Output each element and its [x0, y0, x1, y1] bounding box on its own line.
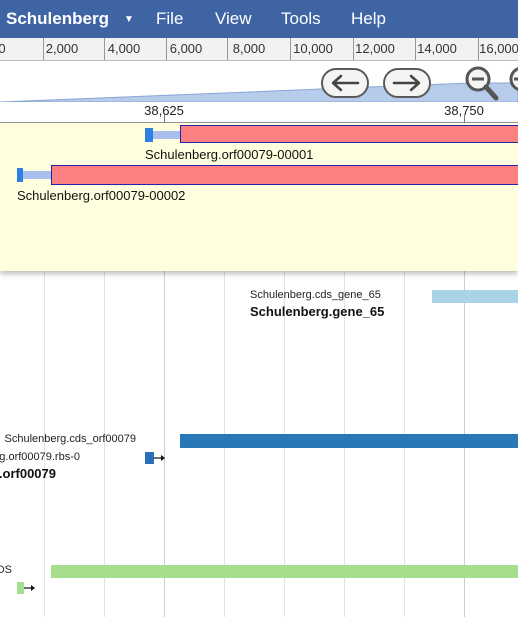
overview-tick-label: 2,000 [45, 41, 79, 56]
cds-feature[interactable] [432, 290, 518, 303]
overview-tick-label: 16,000 [479, 41, 518, 56]
orf-label-clip: Schulenberg.cds_orf00079 Schulenberg.orf… [0, 432, 168, 482]
exon-segment[interactable] [180, 125, 518, 143]
cds-label[interactable]: Schulenberg.cds_orf00079 [4, 433, 136, 445]
overview-tick-label: 6,000 [169, 41, 203, 56]
cds-label[interactable]: CDS [0, 564, 12, 576]
dataset-selector[interactable]: Schulenberg [6, 9, 109, 28]
detail-tick-label: 38,750 [444, 103, 484, 118]
grid-line [224, 123, 225, 617]
arrow-right-icon [392, 74, 421, 92]
overview-ruler[interactable]: 0 2,000 4,000 6,000 8,000 10,000 12,000 … [0, 38, 518, 61]
highlighted-transcripts-track: Schulenberg.orf00079-00001 Schulenberg.o… [0, 123, 518, 271]
menu-view[interactable]: View [215, 9, 252, 28]
dataset-dropdown-button[interactable]: ▼ [117, 3, 143, 35]
menu-file[interactable]: File [156, 9, 184, 28]
detail-tick-label: 38,625 [144, 103, 184, 118]
strand-arrow-icon [154, 455, 165, 461]
menu-tools[interactable]: Tools [281, 9, 321, 28]
gene-label[interactable]: Schulenberg.gene_65 [250, 304, 385, 319]
menu-help[interactable]: Help [351, 9, 386, 28]
zoom-in-icon[interactable] [506, 66, 518, 100]
cds-feature[interactable] [180, 434, 518, 448]
menu-bar: Schulenberg ▼ File View Tools Help [0, 0, 518, 38]
pan-right-button[interactable] [383, 68, 431, 98]
rbs-label[interactable]: Schulenberg.orf00079.rbs-0 [0, 451, 80, 463]
zoom-out-icon[interactable] [462, 64, 502, 102]
utr-segment[interactable] [153, 131, 181, 139]
pan-left-button[interactable] [321, 68, 369, 98]
cds-feature[interactable] [51, 565, 518, 578]
overview-tick-label: 10,000 [293, 41, 333, 56]
overview-tick-label: 12,000 [355, 41, 395, 56]
zoom-region-wedge [0, 82, 518, 102]
utr-segment[interactable] [23, 171, 52, 179]
cds-label[interactable]: Schulenberg.cds_gene_65 [250, 289, 381, 301]
bottom-label-clip: CDS [0, 564, 14, 580]
transcript-start-marker[interactable] [17, 168, 23, 182]
overview-tick-label: 4,000 [107, 41, 141, 56]
grid-line [104, 123, 105, 617]
arrow-left-icon [331, 74, 360, 92]
grid-line [164, 123, 165, 617]
overview-tick-label: 14,000 [417, 41, 457, 56]
transcript-label[interactable]: Schulenberg.orf00079-00002 [17, 188, 186, 203]
rbs-feature[interactable] [17, 582, 24, 594]
overview-panel [0, 61, 518, 102]
strand-arrow-icon [24, 585, 35, 591]
transcript-start-marker[interactable] [145, 128, 153, 142]
rbs-feature[interactable] [145, 452, 154, 464]
grid-line [404, 123, 405, 617]
transcript-label[interactable]: Schulenberg.orf00079-00001 [145, 147, 314, 162]
grid-line [284, 123, 285, 617]
gene-label[interactable]: Schulenberg.orf00079 [0, 466, 56, 481]
exon-segment[interactable] [51, 165, 518, 185]
chevron-down-icon: ▼ [124, 14, 134, 25]
grid-line [344, 123, 345, 617]
grid-line [44, 123, 45, 617]
detail-ruler: 38,625 38,750 [0, 102, 518, 123]
overview-tick-label: 8,000 [232, 41, 266, 56]
grid-line [464, 123, 465, 617]
overview-tick-label: 0 [0, 41, 6, 56]
